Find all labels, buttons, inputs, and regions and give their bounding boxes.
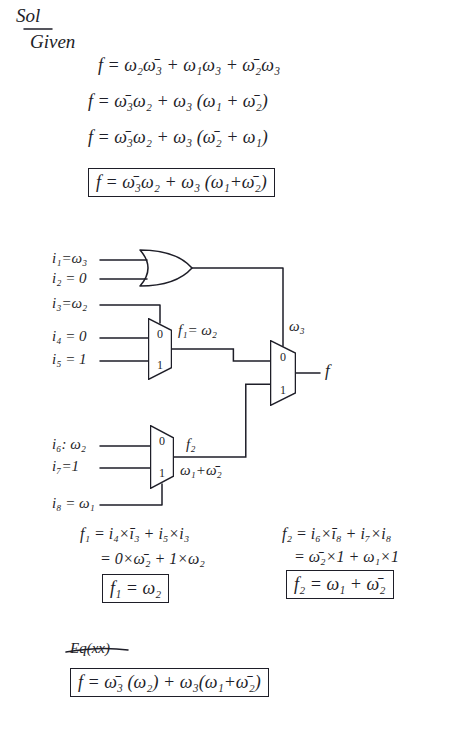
wire [100,467,150,469]
wire [100,445,150,447]
equation: f₁ = i₄×ī₃ + i₅×i₃ [80,525,189,543]
multiplexer: 01 [148,318,172,380]
input-label: i₆: ω₂ [52,436,86,453]
multiplexer: 01 [150,425,174,489]
output-label: f₂ [186,436,195,453]
equation-text: f₂ = ω₁ + ω̄₂ [294,574,386,594]
multiplexer: 01 [270,340,296,406]
heading-note: Given [30,32,75,53]
or-gate [140,250,192,286]
underline [24,28,52,30]
wire [100,337,148,339]
wire [296,372,320,374]
wire [100,278,147,280]
output-expression: ω₁+ω̄₂ [180,462,222,479]
wire [100,259,147,261]
equation: = ω̄₂×1 + ω₁×1 [294,548,399,566]
equation: f = ω̄₃ω₂ + ω₃ (ω̄₂ + ω₁) [88,128,268,148]
input-label: i₅ = 1 [52,351,87,368]
boxed-equation: f = ω̄₃ω₂ + ω₃ (ω₁+ω̄₂) [88,168,275,197]
input-label: i₃=ω₂ [52,295,87,312]
mux-input-number: 1 [157,359,163,371]
connector-wire [174,384,271,457]
connector-wire [172,349,271,361]
input-label: i₁=ω₃ [52,250,87,267]
equation-text: f = ω̄₃ (ω₂) + ω₃(ω₁+ω̄₂) [78,672,261,692]
heading-note: Sol [16,6,40,27]
output-label: f [325,362,330,381]
mux-input-number: 1 [280,384,286,396]
boxed-equation: f₂ = ω₁ + ω̄₂ [286,570,394,599]
mux-input-number: 0 [157,328,163,340]
struck-note: Eq(xx) [70,640,110,657]
equation-text: f₁ = ω₂ [110,578,161,598]
input-label: i₇=1 [52,458,79,475]
boxed-equation: f₁ = ω₂ [102,574,169,603]
equation: f₂ = i₆×ī₈ + i₇×i₈ [282,525,391,543]
boxed-equation: f = ω̄₃ (ω₂) + ω₃(ω₁+ω̄₂) [70,668,269,697]
output-label: f₁= ω₂ [178,322,217,339]
equation: f = ω̄₃ω₂ + ω₃ (ω₁ + ω̄₂) [88,92,268,112]
input-label: i₄ = 0 [52,328,87,345]
mux-input-number: 0 [159,435,165,447]
equation-text: f = ω̄₃ω₂ + ω₃ (ω₁+ω̄₂) [96,172,267,192]
equation: = 0×ω̄₂ + 1×ω₂ [100,550,205,568]
wire [100,360,148,362]
select-label: ω₃ [289,318,305,335]
mux-input-number: 0 [280,351,286,363]
input-label: i₂ = 0 [52,270,87,287]
mux-input-number: 1 [159,467,165,479]
input-label: i₈ = ω₁ [52,495,95,512]
equation: f = ω₂ω̄₃ + ω₁ω₃ + ω̄₂ω₃ [98,56,280,76]
